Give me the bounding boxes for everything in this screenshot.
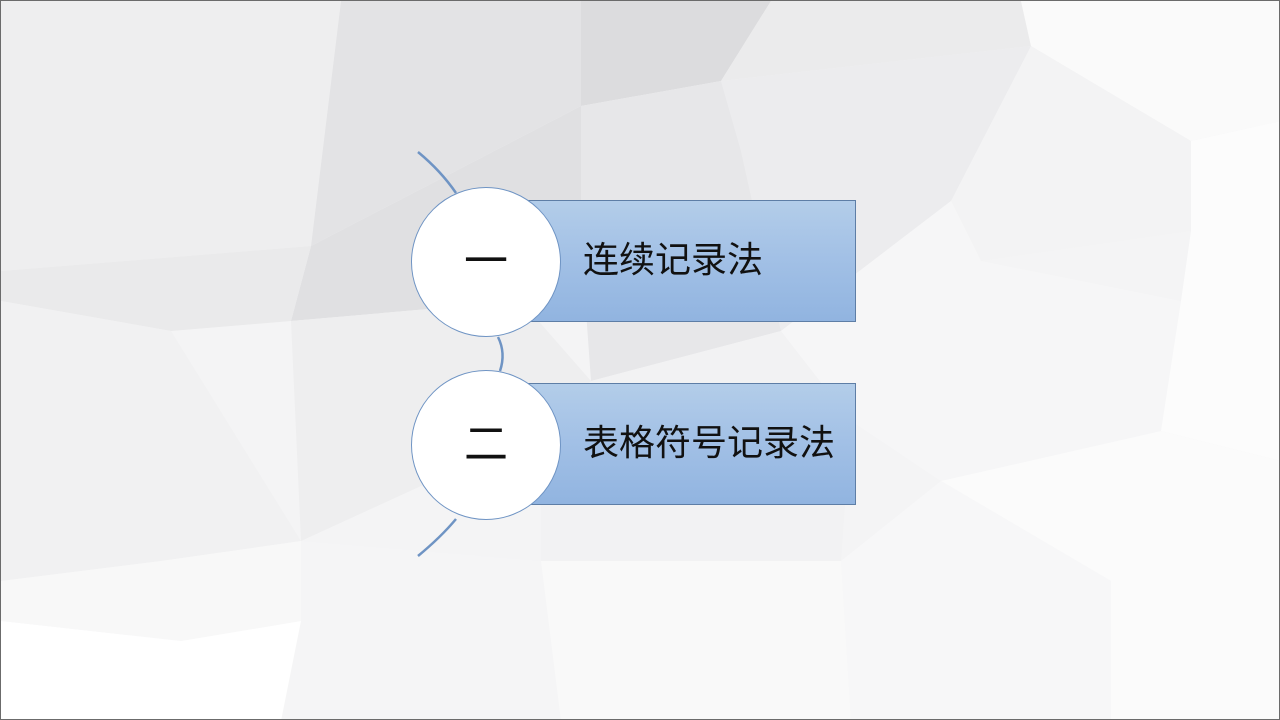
- bg-facet: [1, 301, 301, 581]
- item-number-circle: [411, 187, 561, 337]
- bg-facet: [721, 1, 1031, 81]
- bg-facet: [1, 541, 301, 641]
- bg-facet: [541, 561, 851, 719]
- bg-facet: [841, 481, 1111, 719]
- bg-facet: [311, 1, 581, 246]
- bg-facet: [1021, 1, 1279, 141]
- item-label-bar: [513, 200, 856, 322]
- bg-facet: [951, 46, 1191, 261]
- item-label-bar: [513, 383, 856, 505]
- bg-facet: [781, 201, 1181, 481]
- item-label: 连续记录法: [583, 240, 764, 281]
- bg-facet: [1161, 121, 1279, 461]
- bg-facet: [1, 1, 341, 271]
- item-number-circle: [411, 370, 561, 520]
- bg-facet: [581, 1, 771, 106]
- bg-facet: [1, 621, 301, 719]
- bg-facet: [941, 431, 1279, 719]
- item-number: 一: [464, 236, 508, 287]
- bg-facet: [281, 541, 561, 719]
- item-label: 表格符号记录法: [583, 423, 836, 464]
- item-number: 二: [464, 419, 508, 470]
- bg-facet: [1, 246, 311, 331]
